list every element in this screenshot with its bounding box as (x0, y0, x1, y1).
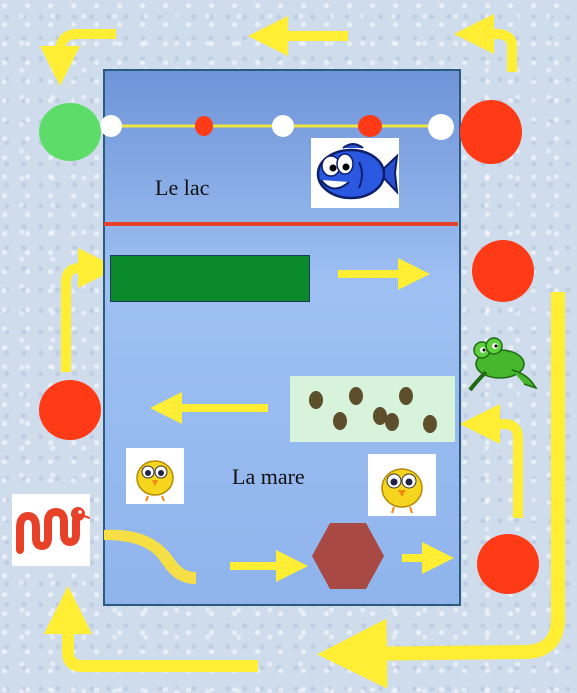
snake-picture (12, 494, 91, 566)
space-red-left (39, 380, 101, 440)
arrow-top-right (454, 14, 517, 72)
start-space-green (39, 103, 101, 161)
track-dot-red-1 (195, 116, 213, 136)
track-dot-white-3 (428, 114, 454, 140)
space-red-right-middle (472, 240, 534, 302)
chick-picture-right (368, 454, 436, 516)
space-red-bottom-right (477, 534, 539, 594)
lake-label: Le lac (155, 175, 210, 200)
arrow-bottom-left (44, 586, 258, 672)
board-panel (103, 69, 461, 606)
fish-picture (311, 138, 399, 208)
hexagon-space (312, 523, 384, 589)
chick-picture-left (126, 448, 184, 504)
green-bar-space (110, 255, 310, 302)
chick-icon (381, 468, 423, 514)
frog-icon (468, 337, 538, 392)
eggs-icon (309, 387, 437, 433)
arrow-top-left (40, 29, 116, 86)
arrow-left-up (61, 248, 118, 372)
arrow-right-bottom (317, 292, 565, 689)
eggs-panel (290, 376, 455, 442)
fish-icon (316, 143, 399, 200)
track-dot-red-2 (358, 115, 382, 137)
pond-label: La mare (232, 464, 305, 489)
track-dot-white-2 (272, 115, 294, 137)
chick-icon (136, 460, 174, 502)
snake-icon (16, 507, 91, 554)
space-red-top-right (460, 100, 522, 164)
track-dot-white-1 (100, 115, 122, 137)
snake-path-shape (104, 529, 196, 584)
arrow-right-up (460, 404, 523, 518)
